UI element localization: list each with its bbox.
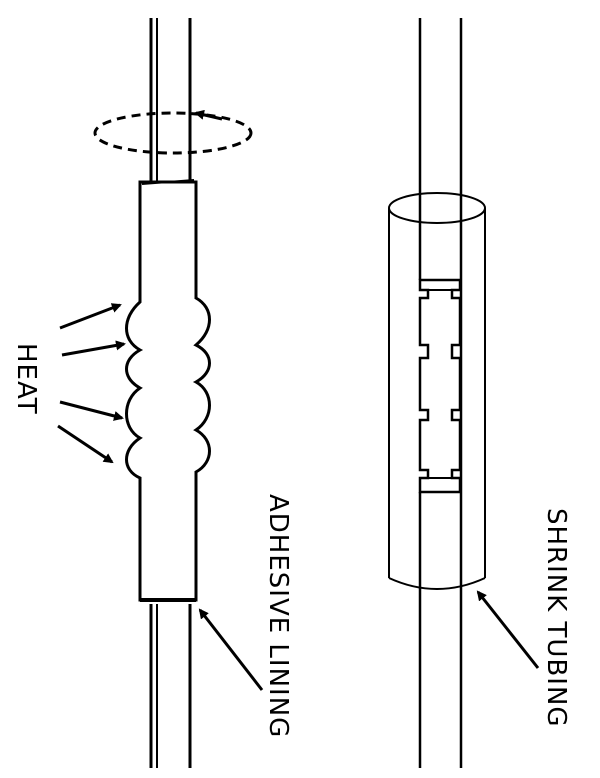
shrunk-tube: [125, 180, 211, 602]
heat-arrows: [57, 303, 126, 464]
heat-arrow: [59, 303, 122, 330]
tube-top-rim: [141, 179, 195, 185]
heat-arrow: [57, 424, 114, 464]
shrink-tubing-arrow: [476, 590, 540, 669]
shrink-tubing-label: SHRINK TUBING: [541, 508, 571, 728]
upper-wire: [149, 18, 192, 182]
right-assembly: [388, 18, 540, 768]
heat-arrow: [59, 400, 124, 421]
adhesive-lining-arrow: [198, 608, 264, 691]
shrink-tube: [388, 192, 486, 590]
heat-label: HEAT: [11, 343, 41, 415]
splice-connector: [418, 278, 462, 494]
lower-wire: [149, 604, 192, 768]
heat-arrow: [61, 340, 126, 357]
adhesive-lining-label: ADHESIVE LINING: [263, 494, 293, 738]
left-assembly: [57, 18, 264, 768]
rotation-indicator: [93, 109, 253, 155]
